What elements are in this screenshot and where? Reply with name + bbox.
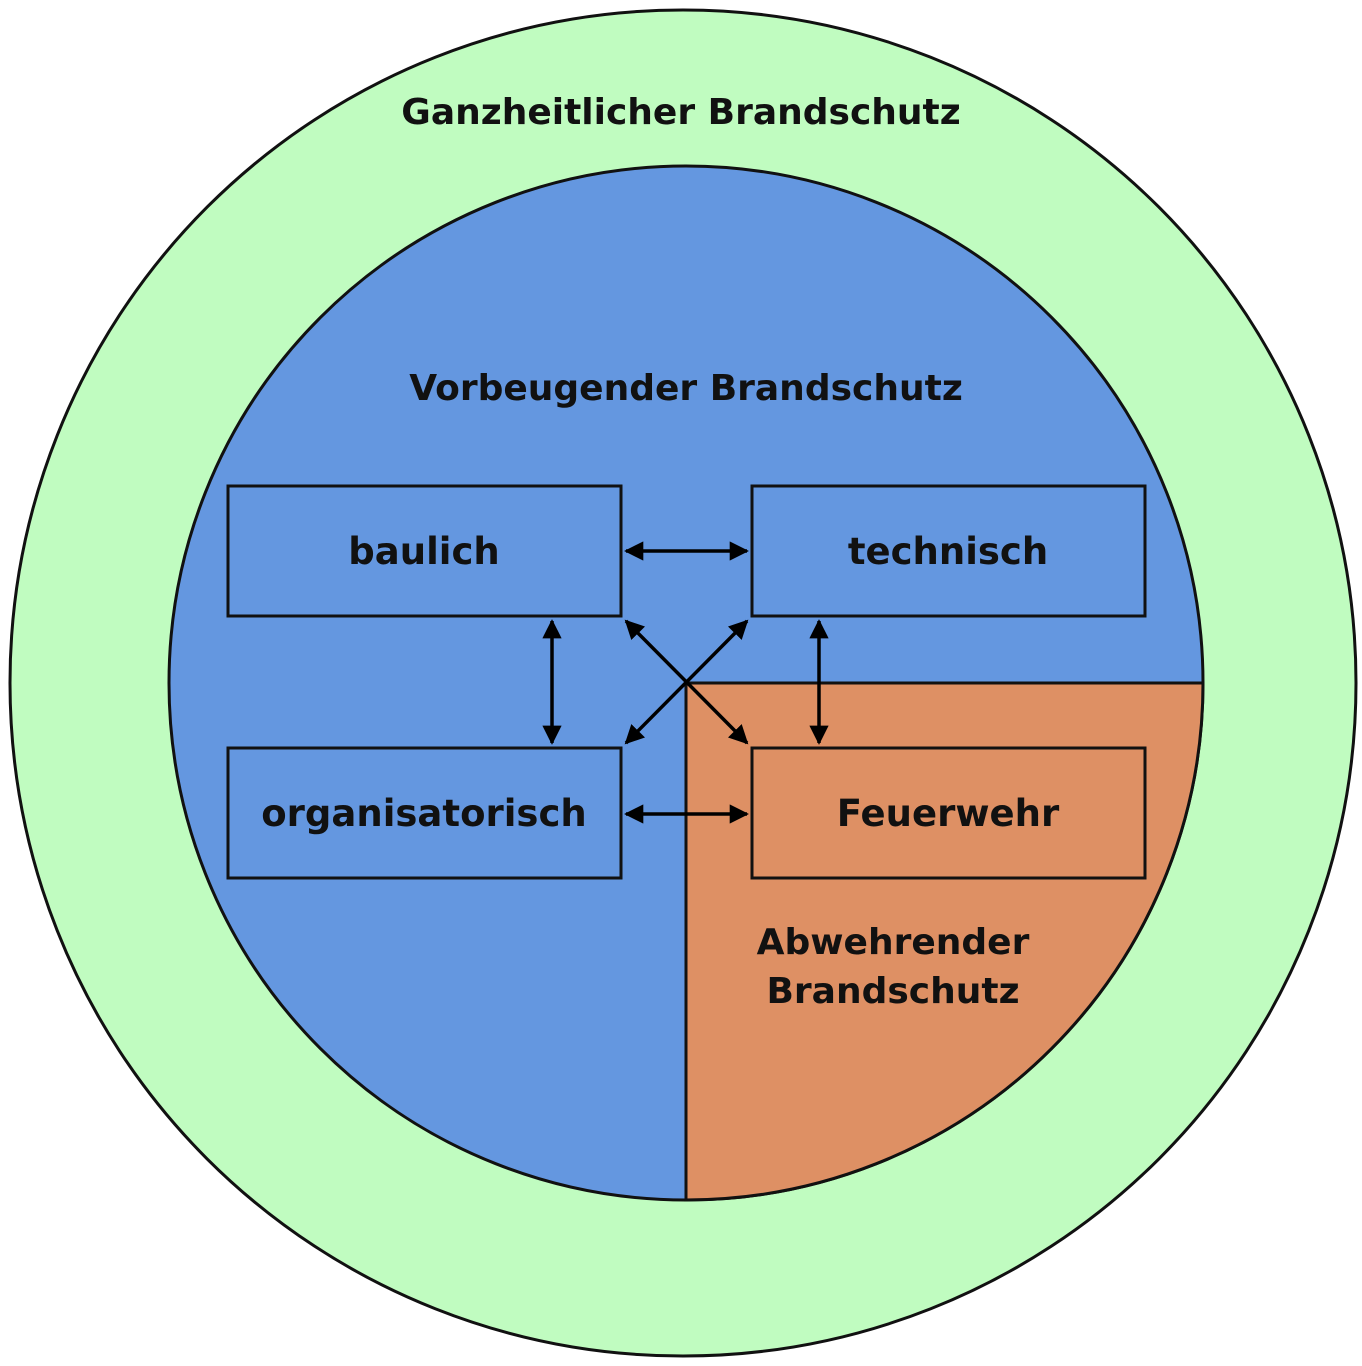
box-structural-label: baulich: [348, 530, 499, 573]
box-organizational-label: organisatorisch: [261, 792, 586, 835]
box-technical: technisch: [750, 484, 1147, 618]
defensive-title-line2: Brandschutz: [766, 971, 1019, 1012]
holistic-title: Ganzheitlicher Brandschutz: [401, 92, 960, 133]
preventive-title: Vorbeugender Brandschutz: [409, 368, 963, 409]
arrow-technical-organizational: [624, 619, 749, 745]
box-fire-brigade: Feuerwehr: [750, 746, 1147, 880]
box-structural: baulich: [226, 484, 623, 618]
box-fire-brigade-label: Feuerwehr: [837, 792, 1060, 835]
box-technical-label: technisch: [848, 530, 1048, 573]
defensive-title-line1: Abwehrender: [757, 922, 1030, 963]
box-organizational: organisatorisch: [226, 746, 623, 880]
